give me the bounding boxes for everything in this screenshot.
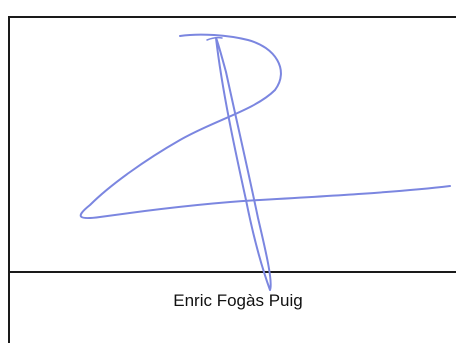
signature-divider-line [8, 271, 456, 273]
signatory-name: Enric Fogàs Puig [173, 291, 303, 310]
signature-box [8, 16, 456, 343]
